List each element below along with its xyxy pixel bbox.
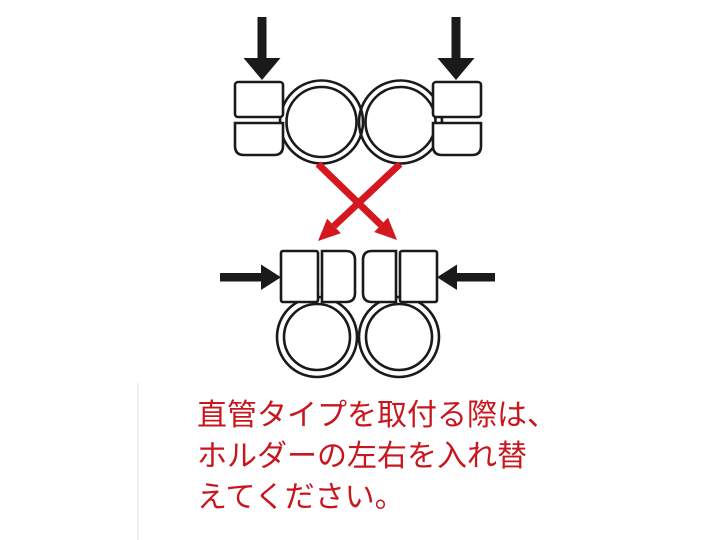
swap-arrow-left-to-right-head: [374, 217, 397, 240]
pipe-ring-right-inner: [364, 85, 437, 159]
page-edge-line: [137, 383, 139, 540]
swap-arrow-right-to-left-shaft: [331, 161, 403, 229]
pipe-ring-left-outer: [278, 79, 365, 165]
press-down-arrow-left-icon: [243, 17, 281, 80]
holder-left-bottom-block: [233, 121, 285, 157]
holder-lower-inner-right-block: [361, 249, 398, 304]
push-inward-arrow-left-icon: [220, 264, 281, 290]
holder-lower-outer-right-block: [398, 249, 439, 304]
pipe-ring-right-outer: [357, 79, 444, 165]
instruction-note: 直管タイプを取付る際は、 ホルダーの左右を入れ替 えてください。: [197, 395, 557, 518]
pipe-ring-lower-left-outer: [275, 295, 359, 379]
note-line-1: 直管タイプを取付る際は、: [197, 399, 557, 432]
note-line-3: えてください。: [197, 481, 405, 514]
pipe-ring-lower-right-outer: [357, 295, 441, 379]
holder-right-top-block: [431, 80, 483, 119]
push-inward-arrow-right-icon: [437, 264, 495, 290]
swap-arrow-right-to-left-head: [318, 218, 341, 241]
holder-lower-outer-left-block: [279, 249, 320, 304]
swap-arrow-left-to-right-shaft: [315, 161, 384, 228]
holder-right-bottom-block: [431, 121, 483, 157]
pipe-ring-left-inner: [285, 85, 358, 159]
holder-left-top-block: [233, 80, 285, 119]
pipe-ring-lower-right-inner: [364, 302, 434, 372]
note-line-2: ホルダーの左右を入れ替: [197, 440, 527, 473]
swap-cross-arrows-icon: [315, 161, 403, 241]
holder-lower-inner-left-block: [320, 249, 357, 304]
pipe-ring-lower-left-inner: [282, 302, 352, 372]
press-down-arrow-right-icon: [437, 17, 475, 80]
